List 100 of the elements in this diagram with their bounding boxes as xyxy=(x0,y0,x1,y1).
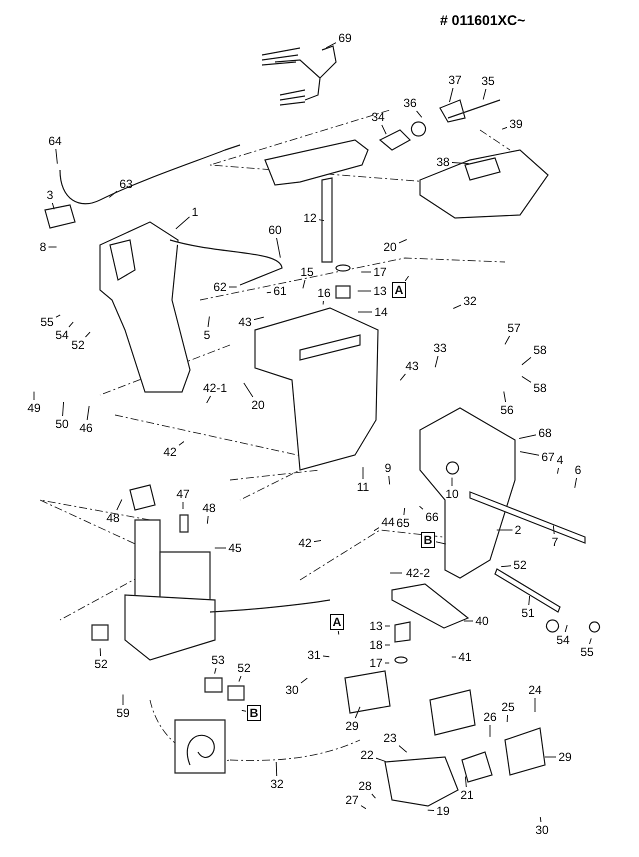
leader-line xyxy=(556,468,559,474)
leader-line xyxy=(452,304,462,310)
callout-number: 32 xyxy=(462,294,478,308)
leader-line xyxy=(362,466,364,480)
callout-number: 35 xyxy=(480,74,496,88)
leader-line xyxy=(500,565,512,568)
callout-number: 7 xyxy=(550,535,560,549)
leader-line xyxy=(318,219,324,222)
callout-number: 25 xyxy=(500,700,516,714)
leader-line xyxy=(254,316,264,320)
callout-number: 52 xyxy=(93,657,109,671)
leader-line xyxy=(398,238,408,244)
leader-line xyxy=(434,356,438,368)
leader-line xyxy=(452,162,470,164)
callout-number: 42 xyxy=(162,445,178,459)
callout-number: 66 xyxy=(424,510,440,524)
callout-number: 13 xyxy=(368,619,384,633)
callout-number: 20 xyxy=(382,240,398,254)
callout-number: 65 xyxy=(395,516,411,530)
callout-number: 3 xyxy=(46,188,54,202)
callout-number: 58 xyxy=(532,381,548,395)
leader-line xyxy=(178,441,184,446)
callout-number: 9 xyxy=(384,461,392,475)
callout-number: 60 xyxy=(267,223,283,237)
leader-line xyxy=(371,794,376,799)
leader-line xyxy=(540,816,542,822)
leader-line xyxy=(520,451,540,456)
leader-line xyxy=(589,638,592,644)
leader-line xyxy=(314,540,322,542)
leader-line xyxy=(503,391,506,402)
callout-number: 61 xyxy=(272,284,288,298)
callout-number: 24 xyxy=(527,683,543,697)
leader-line xyxy=(326,42,336,48)
callout-number: 40 xyxy=(474,614,490,628)
callout-number: 30 xyxy=(534,823,550,837)
callout-number: 46 xyxy=(78,421,94,435)
callout-number: 50 xyxy=(54,417,70,431)
leader-line xyxy=(116,499,122,510)
leader-line xyxy=(384,644,390,646)
leader-line xyxy=(521,376,532,383)
leader-line xyxy=(534,698,536,712)
serial-number-heading: # 011601XC~ xyxy=(440,12,526,28)
leader-line xyxy=(463,620,474,622)
callout-number: 23 xyxy=(382,731,398,745)
callout-number: 42-2 xyxy=(403,566,433,580)
callout-number: 2 xyxy=(514,523,522,537)
leader-line xyxy=(208,316,210,328)
callout-number: 58 xyxy=(532,343,548,357)
leader-line xyxy=(108,190,118,198)
leader-line xyxy=(376,758,386,762)
leader-line xyxy=(182,502,184,510)
leader-line xyxy=(404,276,410,282)
leader-line xyxy=(357,290,372,292)
leader-line xyxy=(322,300,324,305)
callout-number: 64 xyxy=(47,134,63,148)
callout-number: 32 xyxy=(269,777,285,791)
callout-number: 52 xyxy=(236,661,252,675)
leader-line xyxy=(48,246,58,248)
leader-line xyxy=(266,292,272,294)
callout-number: 53 xyxy=(210,653,226,667)
leader-line xyxy=(398,745,408,753)
callout-number: 62 xyxy=(212,280,228,294)
callout-number: 8 xyxy=(38,240,48,254)
callout-number: 52 xyxy=(70,338,86,352)
callout-number: 43 xyxy=(237,315,253,329)
leader-line xyxy=(122,694,124,706)
callout-number: 36 xyxy=(402,96,418,110)
callout-number: 54 xyxy=(555,633,571,647)
leader-line xyxy=(52,202,55,210)
leader-line xyxy=(62,402,64,416)
leader-line xyxy=(400,374,406,381)
reference-letter: A xyxy=(330,614,344,630)
callout-number: 33 xyxy=(432,341,448,355)
callout-number: 48 xyxy=(201,501,217,515)
callout-number: 41 xyxy=(457,650,473,664)
callout-number: 12 xyxy=(302,211,318,225)
callout-number: 47 xyxy=(175,487,191,501)
leader-line xyxy=(502,126,508,130)
callout-number: 26 xyxy=(482,710,498,724)
leader-line xyxy=(175,216,190,230)
reference-letter: B xyxy=(421,532,435,548)
leader-line xyxy=(451,656,456,658)
leader-line xyxy=(300,678,308,684)
leader-line xyxy=(403,508,406,516)
callout-number: 37 xyxy=(447,73,463,87)
callout-number: 21 xyxy=(459,788,475,802)
leader-line xyxy=(518,434,536,439)
leader-line xyxy=(419,506,424,510)
leader-line xyxy=(374,527,380,532)
leader-line xyxy=(276,762,278,776)
callout-number: 14 xyxy=(373,305,389,319)
callout-number: 17 xyxy=(368,656,384,670)
callout-number: 6 xyxy=(574,463,582,477)
callout-number: 5 xyxy=(202,328,212,342)
callout-number: 57 xyxy=(506,321,522,335)
callout-number: 20 xyxy=(250,398,266,412)
callout-number: 15 xyxy=(299,265,315,279)
leader-line xyxy=(427,810,434,811)
callout-number: 63 xyxy=(118,177,134,191)
leader-line xyxy=(302,280,306,289)
